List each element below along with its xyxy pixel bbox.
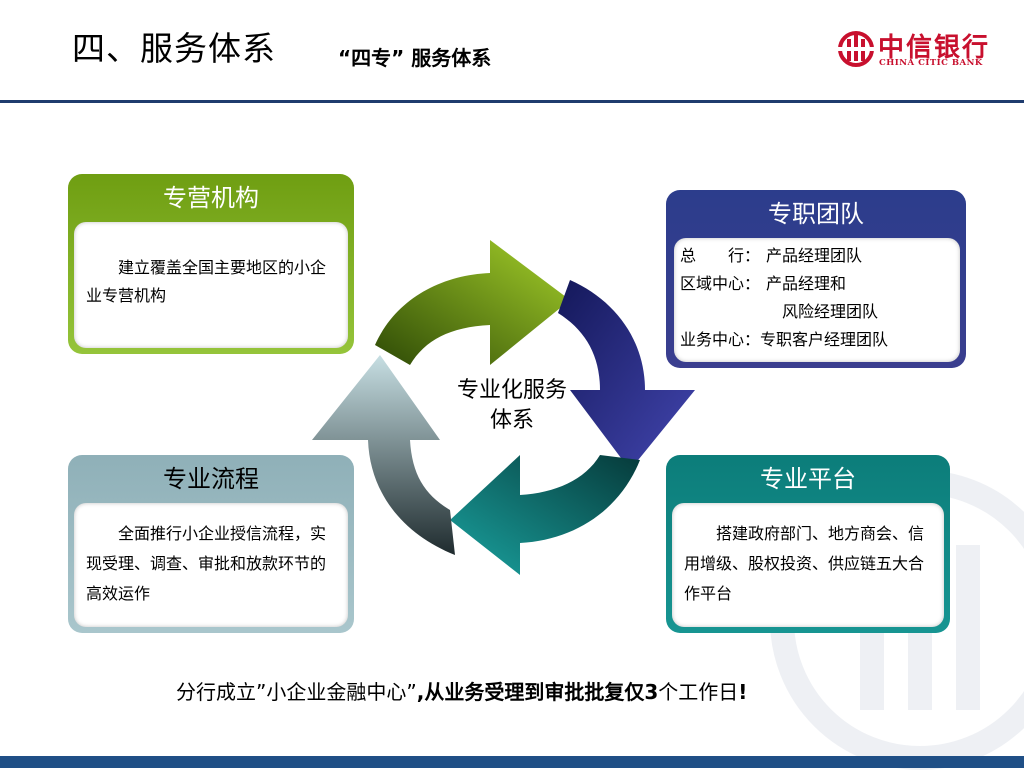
box-body: 全面推行小企业授信流程，实现受理、调查、审批和放款环节的高效运作 <box>74 503 348 627</box>
cycle-arrow-navy <box>558 280 695 470</box>
cycle-arrow-grey <box>312 355 455 555</box>
box-title: 专业流程 <box>163 465 259 493</box>
team-row: 风险经理团队 <box>782 302 879 321</box>
team-row: 业务中心：专职客户经理团队 <box>680 330 889 349</box>
team-row: 区域中心：产品经理和 <box>680 274 847 293</box>
cycle-diagram <box>312 240 695 575</box>
box-professional-process: 专业流程 全面推行小企业授信流程，实现受理、调查、审批和放款环节的高效运作 <box>68 455 354 633</box>
box-body: 建立覆盖全国主要地区的小企业专营机构 <box>74 222 348 348</box>
footer-note: 分行成立”小企业金融中心”,从业务受理到审批批复仅3个工作日! <box>176 680 748 704</box>
page-subtitle: “四专” 服务体系 <box>338 46 492 70</box>
box-title: 专营机构 <box>163 184 259 212</box>
box-title: 专业平台 <box>760 465 856 493</box>
citic-emblem-icon <box>838 31 874 67</box>
logo-chinese-name: 中信银行 <box>878 33 991 63</box>
bank-logo: 中信银行 CHINA CITIC BANK <box>838 27 998 72</box>
box-dedicated-institutions: 专营机构 建立覆盖全国主要地区的小企业专营机构 <box>68 174 354 354</box>
box-dedicated-teams: 专职团队 总 行：产品经理团队 区域中心：产品经理和 风险经理团队 业务中心：专… <box>666 190 966 368</box>
box-professional-platform: 专业平台 搭建政府部门、地方商会、信用增级、股权投资、供应链五大合作平台 <box>666 455 950 633</box>
header-divider <box>0 100 1024 103</box>
cycle-arrow-teal <box>450 455 640 575</box>
box-body: 搭建政府部门、地方商会、信用增级、股权投资、供应链五大合作平台 <box>672 503 944 627</box>
cycle-arrow-green <box>375 240 570 365</box>
box-title: 专职团队 <box>768 200 864 228</box>
logo-english-name: CHINA CITIC BANK <box>879 58 983 68</box>
page-title: 四、服务体系 <box>72 29 276 68</box>
bottom-bar <box>0 756 1024 768</box>
box-body: 总 行：产品经理团队 区域中心：产品经理和 风险经理团队 业务中心：专职客户经理… <box>674 238 960 362</box>
center-label: 专业化服务 体系 <box>456 378 567 433</box>
team-row: 总 行：产品经理团队 <box>680 246 863 265</box>
